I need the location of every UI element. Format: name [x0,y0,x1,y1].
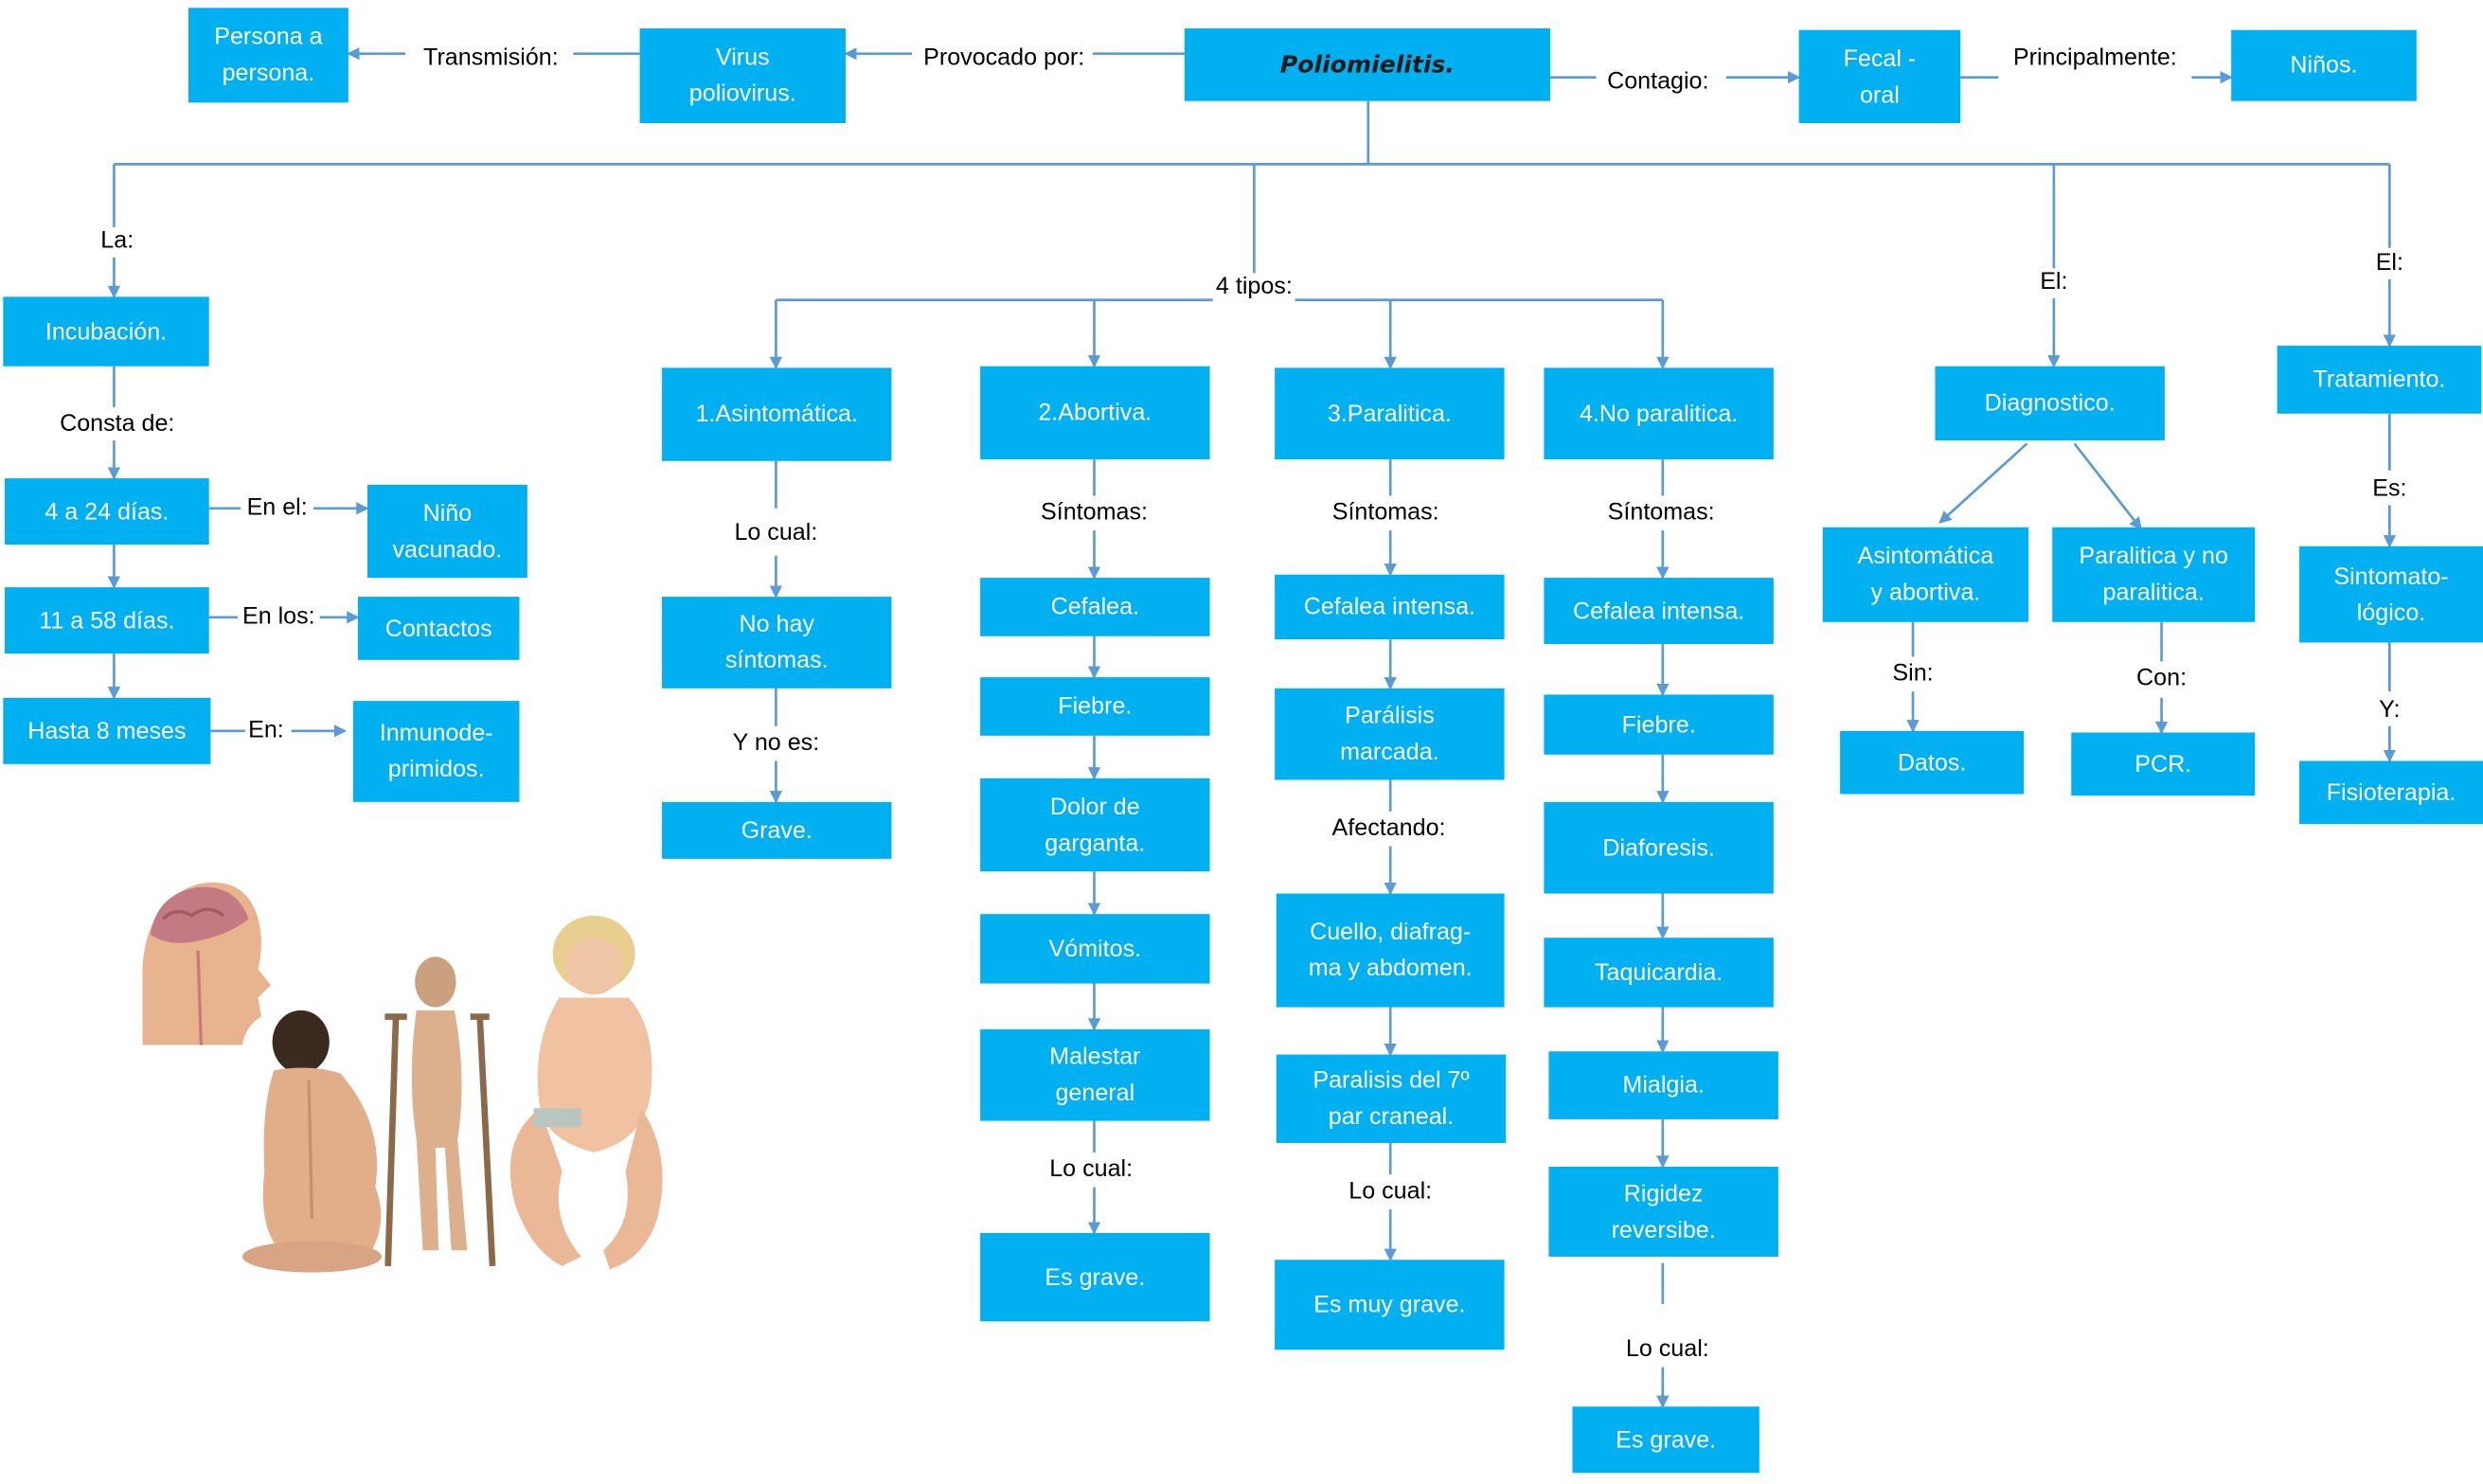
node-paralitica-cuello: Cuello, diafrag- ma y abdomen. [1276,893,1505,1008]
node-dx-paralitica-no-paralitica: Paralitica y no paralitica. [2052,527,2256,622]
node-paralitica-muy-grave: Es muy grave. [1275,1260,1505,1350]
label-sintomas-no-paralitica: Síntomas: [1604,498,1718,527]
label-el-tratamiento: El: [2372,249,2407,278]
node-no-paralitica-fiebre: Fiebre. [1544,694,1774,755]
node-abortiva-vomitos: Vómitos. [980,914,1210,984]
label-con: Con: [2133,664,2190,693]
node-no-paralitica-taquicardia: Taquicardia. [1544,938,1774,1008]
node-no-paralitica-es-grave: Es grave. [1572,1406,1760,1474]
node-persona-a-persona: Persona a persona. [188,8,348,103]
node-fecal-oral: Fecal - oral [1798,29,1961,124]
label-es: Es: [2368,474,2410,504]
label-provocado-por: Provocado por: [920,44,1088,73]
label-en: En: [244,716,288,745]
node-tipo-abortiva: 2.Abortiva. [980,366,1210,460]
node-inmunodeprimidos: Inmunode- primidos. [352,701,520,802]
label-lo-cual-abortiva: Lo cual: [1045,1155,1136,1185]
node-incubacion: Incubación. [3,296,209,367]
node-grave: Grave. [661,801,892,859]
node-tipo-paralitica: 3.Paralitica. [1275,367,1505,460]
label-4-tipos: 4 tipos: [1212,273,1296,302]
seated-child-figure [509,915,663,1270]
label-lo-cual-paralitica: Lo cual: [1345,1177,1436,1207]
node-sintomatologico: Sintomato- lógico. [2299,545,2483,643]
label-y: Y: [2375,696,2403,725]
child-with-crutches-figure [384,957,496,1267]
label-afectando: Afectando: [1329,814,1449,844]
node-no-paralitica-cefalea: Cefalea intensa. [1544,578,1774,645]
node-poliomielitis-title: Poliomielitis. [1184,28,1551,101]
node-pcr: PCR. [2071,732,2256,796]
label-lo-cual-asintomatica: Lo cual: [731,519,821,548]
node-abortiva-dolor-garganta: Dolor de garganta. [980,778,1210,872]
node-tratamiento: Tratamiento. [2277,346,2482,414]
label-sin: Sin: [1889,659,1937,688]
label-principalmente: Principalmente: [2010,44,2181,73]
node-abortiva-malestar: Malestar general [980,1028,1210,1121]
label-transmision: Transmisión: [420,44,563,73]
node-fisioterapia: Fisioterapia. [2299,760,2483,825]
polio-children-illustration [142,882,663,1273]
label-en-los: En los: [239,602,318,632]
sitting-child-figure [241,1010,383,1273]
label-el-diagnostico: El: [2036,268,2071,297]
node-tipo-no-paralitica: 4.No paralitica. [1544,367,1774,460]
label-y-no-es: Y no es: [729,729,823,759]
node-abortiva-fiebre: Fiebre. [980,677,1210,736]
node-virus-poliovirus: Virus poliovirus. [639,28,846,124]
node-abortiva-cefalea: Cefalea. [980,578,1210,636]
label-lo-cual-no-paralitica: Lo cual: [1622,1335,1713,1365]
node-no-paralitica-mialgia: Mialgia. [1548,1051,1778,1119]
label-en-el: En el: [243,493,312,523]
node-diagnostico: Diagnostico. [1935,366,2165,441]
node-paralitica-cefalea: Cefalea intensa. [1275,574,1505,640]
node-11-a-58-dias: 11 a 58 días. [5,587,209,654]
connector-arrow [2073,442,2142,530]
node-4-a-24-dias: 4 a 24 días. [5,478,209,545]
node-no-paralitica-rigidez: Rigidez reversibe. [1548,1166,1778,1257]
node-paralitica-par-craneal: Paralisis del 7º par craneal. [1276,1054,1507,1143]
connector-arrow [1938,442,2028,524]
node-ninos: Niños. [2231,29,2417,101]
node-hasta-8-meses: Hasta 8 meses [3,697,211,764]
node-no-paralitica-diaforesis: Diaforesis. [1544,801,1774,894]
label-sintomas-paralitica: Síntomas: [1329,498,1442,527]
node-paralitica-paralisis: Parálisis marcada. [1275,688,1505,780]
node-contactos: Contactos [357,597,520,660]
label-sintomas-abortiva: Síntomas: [1037,498,1152,527]
node-nino-vacunado: Niño vacunado. [366,484,527,579]
child-head-figure [142,882,271,1046]
label-consta-de: Consta de: [56,410,178,439]
node-no-hay-sintomas: No hay síntomas. [661,597,892,688]
node-dx-asintomatica-abortiva: Asintomática y abortiva. [1822,527,2029,622]
label-la: La: [97,227,137,257]
label-contagio: Contagio: [1603,67,1712,97]
node-tipo-asintomatica: 1.Asintomática. [661,367,892,461]
node-abortiva-es-grave: Es grave. [980,1232,1210,1322]
node-datos: Datos. [1840,730,2025,795]
